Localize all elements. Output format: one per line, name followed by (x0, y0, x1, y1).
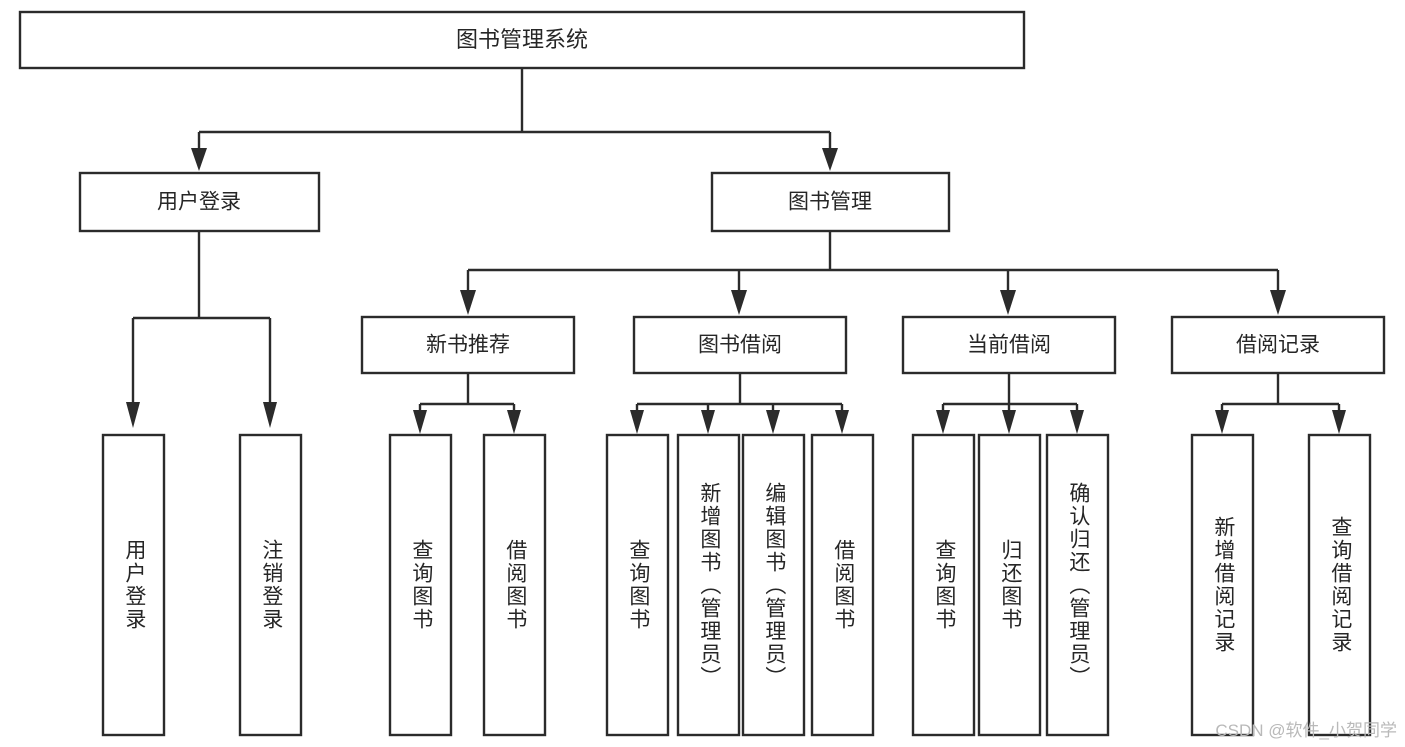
node-leaf-query-books-1-box[interactable] (388, 433, 453, 737)
arrow-head-leaf-query-books-3 (936, 410, 950, 434)
node-borrow-record[interactable]: 借阅记录 (1170, 315, 1386, 375)
node-leaf-edit-book-box[interactable] (741, 433, 806, 737)
node-root-box[interactable] (18, 10, 1026, 70)
node-user-login[interactable]: 用户登录 (78, 171, 321, 233)
node-leaf-query-books-3-box[interactable] (911, 433, 976, 737)
csdn-watermark: CSDN @软件_小贺同学 (1215, 721, 1397, 740)
arrow-head-user-login (191, 148, 207, 171)
arrow-head-new-book-recommend (460, 290, 476, 315)
node-book-management-label: 图书管理 (788, 191, 872, 214)
node-leaf-confirm-return-box[interactable] (1045, 433, 1110, 737)
arrow-head-leaf-add-record (1215, 410, 1229, 434)
node-root[interactable]: 图书管理系统 (18, 10, 1026, 70)
node-book-borrow-label: 图书借阅 (698, 334, 782, 357)
arrow-head-borrow-record (1270, 290, 1286, 315)
node-leaf-query-books-2-box[interactable] (605, 433, 670, 737)
node-leaf-user-login-box[interactable] (101, 433, 166, 737)
arrow-head-leaf-add-book (701, 410, 715, 434)
node-book-borrow[interactable]: 图书借阅 (632, 315, 848, 375)
arrow-head-book-management (822, 148, 838, 171)
node-book-management-box[interactable] (710, 171, 951, 233)
connector-current-borrow-to-leaves (936, 373, 1084, 434)
node-current-borrow-box[interactable] (901, 315, 1117, 375)
arrow-head-leaf-borrow-books-2 (835, 410, 849, 434)
arrow-head-book-borrow (731, 290, 747, 315)
arrow-head-leaf-return-book (1002, 410, 1016, 434)
connector-book-management-to-level3 (460, 231, 1286, 315)
node-new-book-recommend-label: 新书推荐 (426, 334, 510, 357)
node-leaf-logout-box[interactable] (238, 433, 303, 737)
node-new-book-recommend-box[interactable] (360, 315, 576, 375)
arrow-head-leaf-logout (263, 402, 277, 428)
node-leaf-add-record-box[interactable] (1190, 433, 1255, 737)
node-leaf-return-book-box[interactable] (977, 433, 1042, 737)
node-book-management[interactable]: 图书管理 (710, 171, 951, 233)
node-borrow-record-box[interactable] (1170, 315, 1386, 375)
arrow-head-leaf-edit-book (766, 410, 780, 434)
arrow-head-leaf-confirm-return (1070, 410, 1084, 434)
arrow-head-leaf-borrow-books-1 (507, 410, 521, 434)
connector-root-to-level2 (191, 68, 838, 171)
arrow-head-leaf-query-books-2 (630, 410, 644, 434)
node-current-borrow-label: 当前借阅 (967, 334, 1051, 357)
node-current-borrow[interactable]: 当前借阅 (901, 315, 1117, 375)
node-book-borrow-box[interactable] (632, 315, 848, 375)
connector-borrow-record-to-leaves (1215, 373, 1346, 434)
arrow-head-leaf-query-record (1332, 410, 1346, 434)
node-leaf-query-record-box[interactable] (1307, 433, 1372, 737)
arrow-head-current-borrow (1000, 290, 1016, 315)
connector-new-book-recommend-to-leaves (413, 373, 521, 434)
node-new-book-recommend[interactable]: 新书推荐 (360, 315, 576, 375)
node-user-login-label: 用户登录 (157, 191, 241, 214)
arrow-head-leaf-user-login (126, 402, 140, 428)
node-leaf-borrow-books-1-box[interactable] (482, 433, 547, 737)
connector-book-borrow-to-leaves (630, 373, 849, 434)
node-borrow-record-label: 借阅记录 (1236, 334, 1320, 357)
connector-user-login-to-leaves (126, 231, 277, 428)
node-root-label: 图书管理系统 (456, 27, 588, 52)
node-leaf-borrow-books-2-box[interactable] (810, 433, 875, 737)
node-leaf-add-book-box[interactable] (676, 433, 741, 737)
arrow-head-leaf-query-books-1 (413, 410, 427, 434)
